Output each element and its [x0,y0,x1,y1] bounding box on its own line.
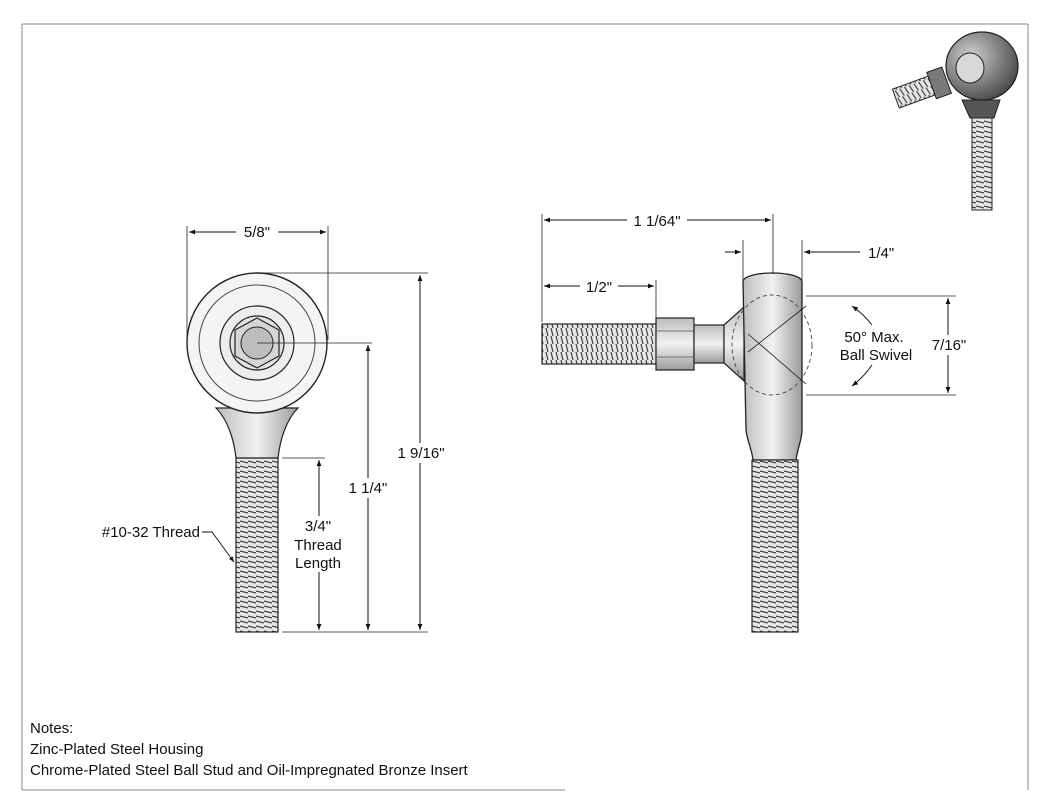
iso-neck [961,99,1001,119]
iso-hex [926,66,953,100]
dim-head-label: 1/4" [868,245,894,262]
dim-width-label: 5/8" [244,224,270,241]
dim-swivel-arc-bottom [851,364,873,387]
sheet-border [21,23,1029,791]
side-hex [655,317,695,371]
dim-ball-height-label: 7/16" [932,337,967,354]
front-view: 5/8" 1 9/16" 1 1/4" 3/4" Thread Length #… [102,222,447,633]
dim-thread-value: 3/4" [305,518,331,535]
dim-overall-label: 1 9/16" [397,445,444,462]
dim-swivel-line2: Ball Swivel [840,347,913,364]
dim-thread-word1: Thread [294,537,342,554]
notes-block: Notes: Zinc-Plated Steel Housing Chrome-… [30,718,468,781]
front-thread-shank [235,457,279,633]
side-stud-shank [693,324,725,364]
side-view: 1 1/64" 1/2" 1/4" 7/16" 50° Max. Ball Sw… [541,210,972,633]
dim-swivel-line1: 50° Max. [844,329,903,346]
dim-thread-word2: Length [295,555,341,572]
side-housing [742,272,803,461]
note-item: Chrome-Plated Steel Ball Stud and Oil-Im… [30,762,468,779]
thread-callout-leader [202,531,235,563]
thread-callout-label: #10-32 Thread [102,524,200,541]
side-vertical-thread [751,459,799,633]
iso-ball [955,52,985,84]
dim-center-label: 1 1/4" [349,480,388,497]
note-item: Zinc-Plated Steel Housing [30,741,204,758]
isometric-view [891,31,1019,211]
notes-heading: Notes: [30,720,74,737]
side-ball-cone [723,305,745,383]
front-neck [214,407,300,459]
side-hidden-ball [731,294,813,396]
side-stud-thread [541,323,657,365]
dim-swivel-arc-top [851,305,873,326]
dim-side-overall-label: 1 1/64" [633,213,680,230]
dim-side-stud-label: 1/2" [586,279,612,296]
iso-vertical-thread [971,111,993,211]
